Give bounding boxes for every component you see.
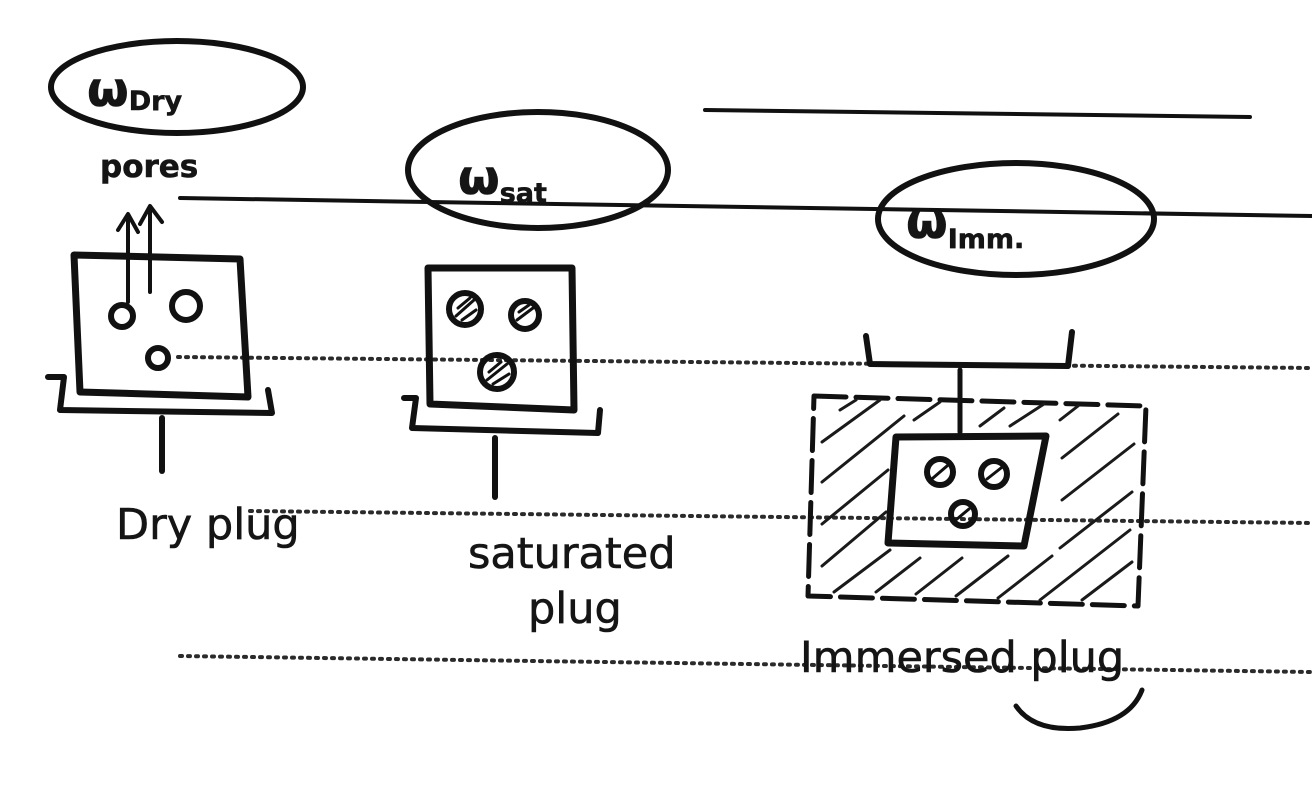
saturated-plug-group: ωsat saturated plug: [401, 109, 676, 634]
dry-plug-label: Dry plug: [116, 500, 300, 550]
dry-pore-2: [169, 289, 203, 323]
dry-plug-box: [70, 251, 252, 401]
arrow-right: [138, 204, 164, 294]
w-dry-ellipse: [48, 38, 306, 136]
ruled-lines: [176, 108, 1312, 674]
dry-plug-tray: [45, 374, 275, 416]
dry-pore-3: [145, 345, 171, 371]
immersed-plug-label: Immersed plug: [800, 633, 1124, 683]
immersed-plug-box: [884, 432, 1050, 550]
immersed-label-underline: [1013, 687, 1145, 732]
saturated-plug-label-line2: plug: [528, 584, 622, 634]
immersed-pore-1: [924, 456, 956, 488]
immersed-pore-3: [948, 499, 978, 529]
immersed-plug-group: ωImm.: [800, 160, 1157, 732]
dotted-rule-3: [178, 654, 1312, 674]
w-sat-label: ωsat: [458, 150, 547, 209]
immersed-pore-2: [978, 458, 1010, 490]
water-bath-outline: [805, 393, 1149, 609]
dotted-rule-2: [248, 509, 1312, 525]
immersed-plug-hanger: [863, 329, 1075, 369]
saturated-pore-2: [508, 298, 542, 332]
saturated-plug-box: [424, 264, 578, 414]
dry-plug-group: ωDry pores Dry plug: [45, 38, 306, 550]
w-imm-ellipse: [875, 160, 1157, 278]
saturated-pore-3: [477, 352, 517, 392]
dry-pore-1: [108, 302, 136, 330]
pores-label: pores: [100, 149, 198, 185]
saturated-plug-tray: [401, 395, 603, 436]
solid-rule-middle: [178, 196, 1312, 218]
w-sat-ellipse: [405, 109, 671, 231]
solid-rule-top: [703, 108, 1252, 119]
w-dry-label: ωDry: [87, 62, 182, 118]
saturated-plug-label-line1: saturated: [468, 529, 676, 579]
saturated-pore-1: [446, 290, 484, 328]
dotted-rule-1: [176, 355, 1312, 370]
water-hatching: [820, 398, 1136, 602]
w-imm-label: ωImm.: [906, 194, 1024, 255]
